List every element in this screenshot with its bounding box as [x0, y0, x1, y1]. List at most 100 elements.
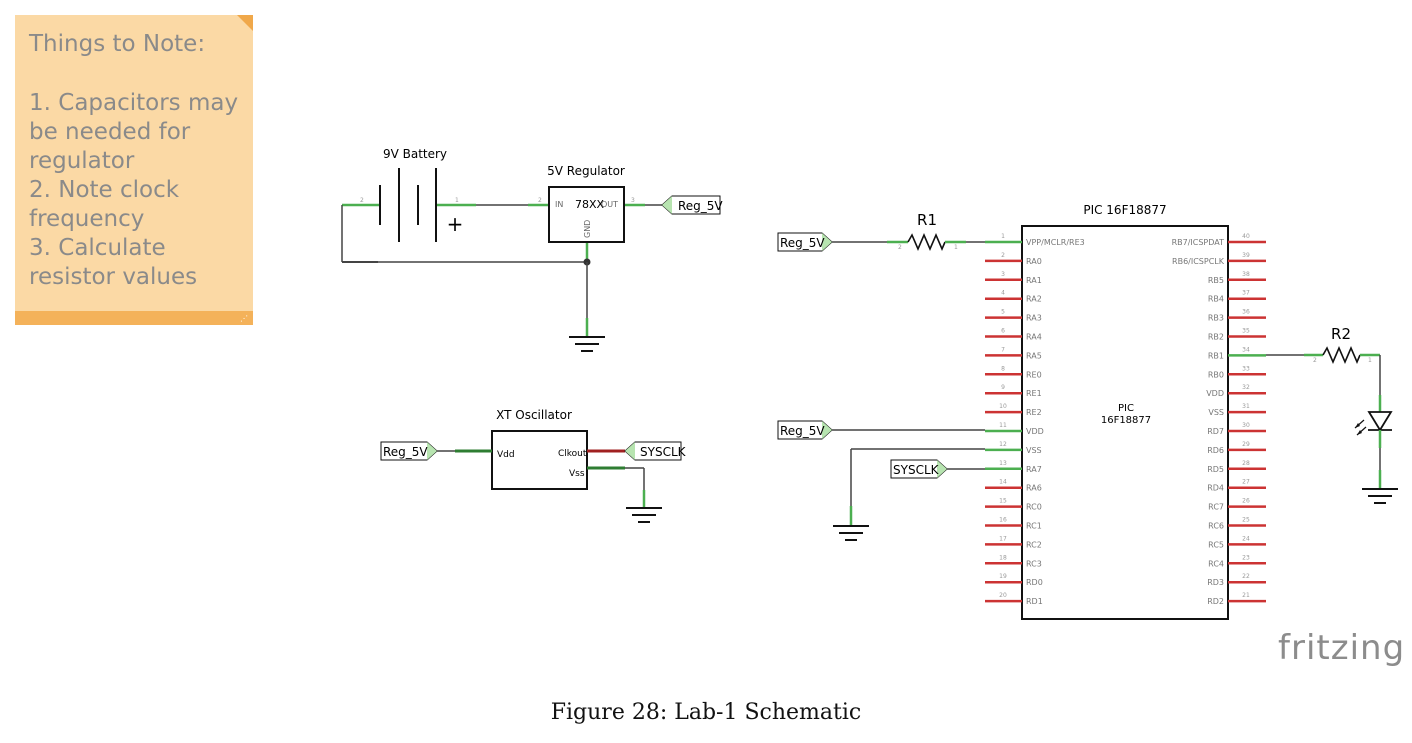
ground-symbol: [1362, 470, 1398, 504]
mcu-pin-number: 15: [999, 498, 1007, 505]
net-label-text: Reg_5V: [780, 424, 825, 438]
mcu-pin-number: 19: [999, 573, 1007, 580]
net-label-reg5v[interactable]: Reg_5V: [661, 195, 723, 215]
mcu-pin-number: 29: [1242, 441, 1250, 448]
mcu-pin-number: 22: [1242, 573, 1250, 580]
mcu-pin-name: RC0: [1026, 503, 1042, 512]
mcu-pin-name: VSS: [1026, 446, 1042, 455]
net-label-reg5v[interactable]: Reg_5V: [380, 441, 438, 461]
note-title: Things to Note:: [29, 31, 206, 57]
oscillator-label: XT Oscillator: [496, 408, 572, 422]
mcu-pin-name: RD2: [1207, 597, 1224, 606]
resistor-r2[interactable]: R2 2 1: [1304, 325, 1380, 365]
oscillator-vdd: Vdd: [497, 450, 515, 460]
mcu-pin-number: 10: [999, 403, 1007, 410]
mcu-pin-number: 30: [1242, 422, 1250, 429]
net-label-text: SYSCLK: [640, 445, 687, 459]
note-line: 2. Note clock: [29, 177, 180, 203]
mcu-pin-name: RA6: [1026, 484, 1042, 493]
r2-label: R2: [1331, 325, 1351, 343]
mcu-pin-number: 2: [1001, 252, 1005, 259]
ground-symbol: [626, 490, 662, 523]
net-label-sysclk[interactable]: SYSCLK: [624, 441, 687, 461]
mcu-body: [1021, 225, 1229, 620]
note-fold: [237, 15, 253, 31]
mcu-pin-number: 37: [1242, 290, 1250, 297]
mcu-pin-name: RD1: [1026, 597, 1043, 606]
regulator-part: 78XX: [575, 198, 605, 211]
mcu[interactable]: PIC 16F18877 PIC 16F18877 1VPP/MCLR/RE32…: [985, 203, 1266, 620]
r1-zigzag: [907, 232, 946, 252]
mcu-pin-number: 34: [1242, 346, 1250, 353]
mcu-pin-name: RB2: [1208, 333, 1224, 342]
note-resize-bar[interactable]: ⋰: [15, 311, 253, 325]
mcu-pin-name: RE2: [1026, 408, 1042, 417]
mcu-pin-number: 31: [1242, 403, 1250, 410]
r1-pin: 2: [898, 244, 902, 251]
note-line: resistor values: [29, 264, 198, 290]
regulator-out: OUT: [601, 200, 618, 209]
mcu-pin-name: RB5: [1208, 276, 1224, 285]
resize-grip-icon[interactable]: ⋰: [240, 314, 249, 323]
net-label-text: Reg_5V: [383, 445, 428, 459]
mcu-pin-name: RB1: [1208, 351, 1224, 360]
note-line: 1. Capacitors may: [29, 90, 239, 116]
mcu-center-label: PIC: [1118, 403, 1134, 414]
resistor-r1[interactable]: R1 2 1: [887, 211, 966, 252]
battery[interactable]: 9V Battery + 2 1: [342, 147, 476, 242]
mcu-pin-number: 17: [999, 535, 1007, 542]
regulator-pin-out: 3: [631, 197, 635, 204]
mcu-pin-number: 36: [1242, 309, 1250, 316]
mcu-pin-number: 40: [1242, 233, 1250, 240]
mcu-pin-name: RA2: [1026, 295, 1042, 304]
note-body: 1. Capacitors may be needed for regulato…: [29, 89, 249, 292]
mcu-pin-name: RD3: [1207, 578, 1224, 587]
mcu-pin-number: 32: [1242, 384, 1250, 391]
oscillator-vss: Vss: [569, 469, 585, 479]
mcu-pin-name: RC4: [1208, 559, 1224, 568]
regulator-pin-in: 2: [538, 197, 542, 204]
mcu-pin-number: 20: [999, 592, 1007, 599]
note-line: 3. Calculate: [29, 235, 166, 261]
led-ray-icon: [1357, 430, 1362, 435]
mcu-pin-number: 23: [1242, 554, 1250, 561]
regulator-gnd: GND: [583, 220, 592, 238]
r1-pin: 1: [954, 244, 958, 251]
battery-pin-left: 2: [360, 197, 364, 204]
mcu-pin-name: RD7: [1207, 427, 1224, 436]
mcu-pin-number: 28: [1242, 460, 1250, 467]
mcu-left-pins: 1VPP/MCLR/RE32RA03RA14RA25RA36RA47RA58RE…: [985, 233, 1085, 606]
regulator-body: [548, 186, 625, 243]
mcu-pin-number: 27: [1242, 479, 1250, 486]
mcu-pin-number: 8: [1001, 365, 1005, 372]
mcu-pin-name: RC3: [1026, 559, 1042, 568]
mcu-pin-name: RB4: [1208, 295, 1224, 304]
mcu-pin-name: RC1: [1026, 522, 1042, 531]
mcu-pin-name: VDD: [1206, 389, 1224, 398]
led[interactable]: [1354, 395, 1393, 448]
mcu-pin-name: RC5: [1208, 540, 1224, 549]
mcu-pin-number: 6: [1001, 328, 1005, 335]
schematic-canvas: 9V Battery + 2 1 5V Regulator IN 78XX OU…: [341, 147, 1398, 620]
net-label-reg5v[interactable]: Reg_5V: [777, 420, 833, 440]
mcu-pin-number: 11: [999, 422, 1007, 429]
net-label-text: Reg_5V: [780, 236, 825, 250]
battery-pin-right: 1: [455, 197, 459, 204]
figure-caption: Figure 28: Lab-1 Schematic: [550, 700, 862, 725]
r2-pin: 2: [1313, 357, 1317, 364]
note-line: frequency: [29, 206, 145, 232]
mcu-pin-name: RE0: [1026, 370, 1042, 379]
mcu-pin-name: RA3: [1026, 314, 1042, 323]
net-label-reg5v[interactable]: Reg_5V: [777, 232, 833, 252]
mcu-pin-number: 4: [1001, 290, 1005, 297]
battery-label: 9V Battery: [383, 147, 447, 161]
net-label-sysclk[interactable]: SYSCLK: [890, 459, 948, 479]
mcu-pin-number: 38: [1242, 271, 1250, 278]
mcu-pin-number: 24: [1242, 535, 1250, 542]
regulator[interactable]: 5V Regulator IN 78XX OUT GND 2 3: [528, 164, 645, 262]
fritzing-logo: fritzing: [1278, 628, 1406, 668]
regulator-label: 5V Regulator: [547, 164, 625, 178]
mcu-pin-name: RD6: [1207, 446, 1224, 455]
net-label-text: Reg_5V: [678, 199, 723, 213]
oscillator[interactable]: XT Oscillator Vdd Clkout Vss: [455, 408, 625, 490]
